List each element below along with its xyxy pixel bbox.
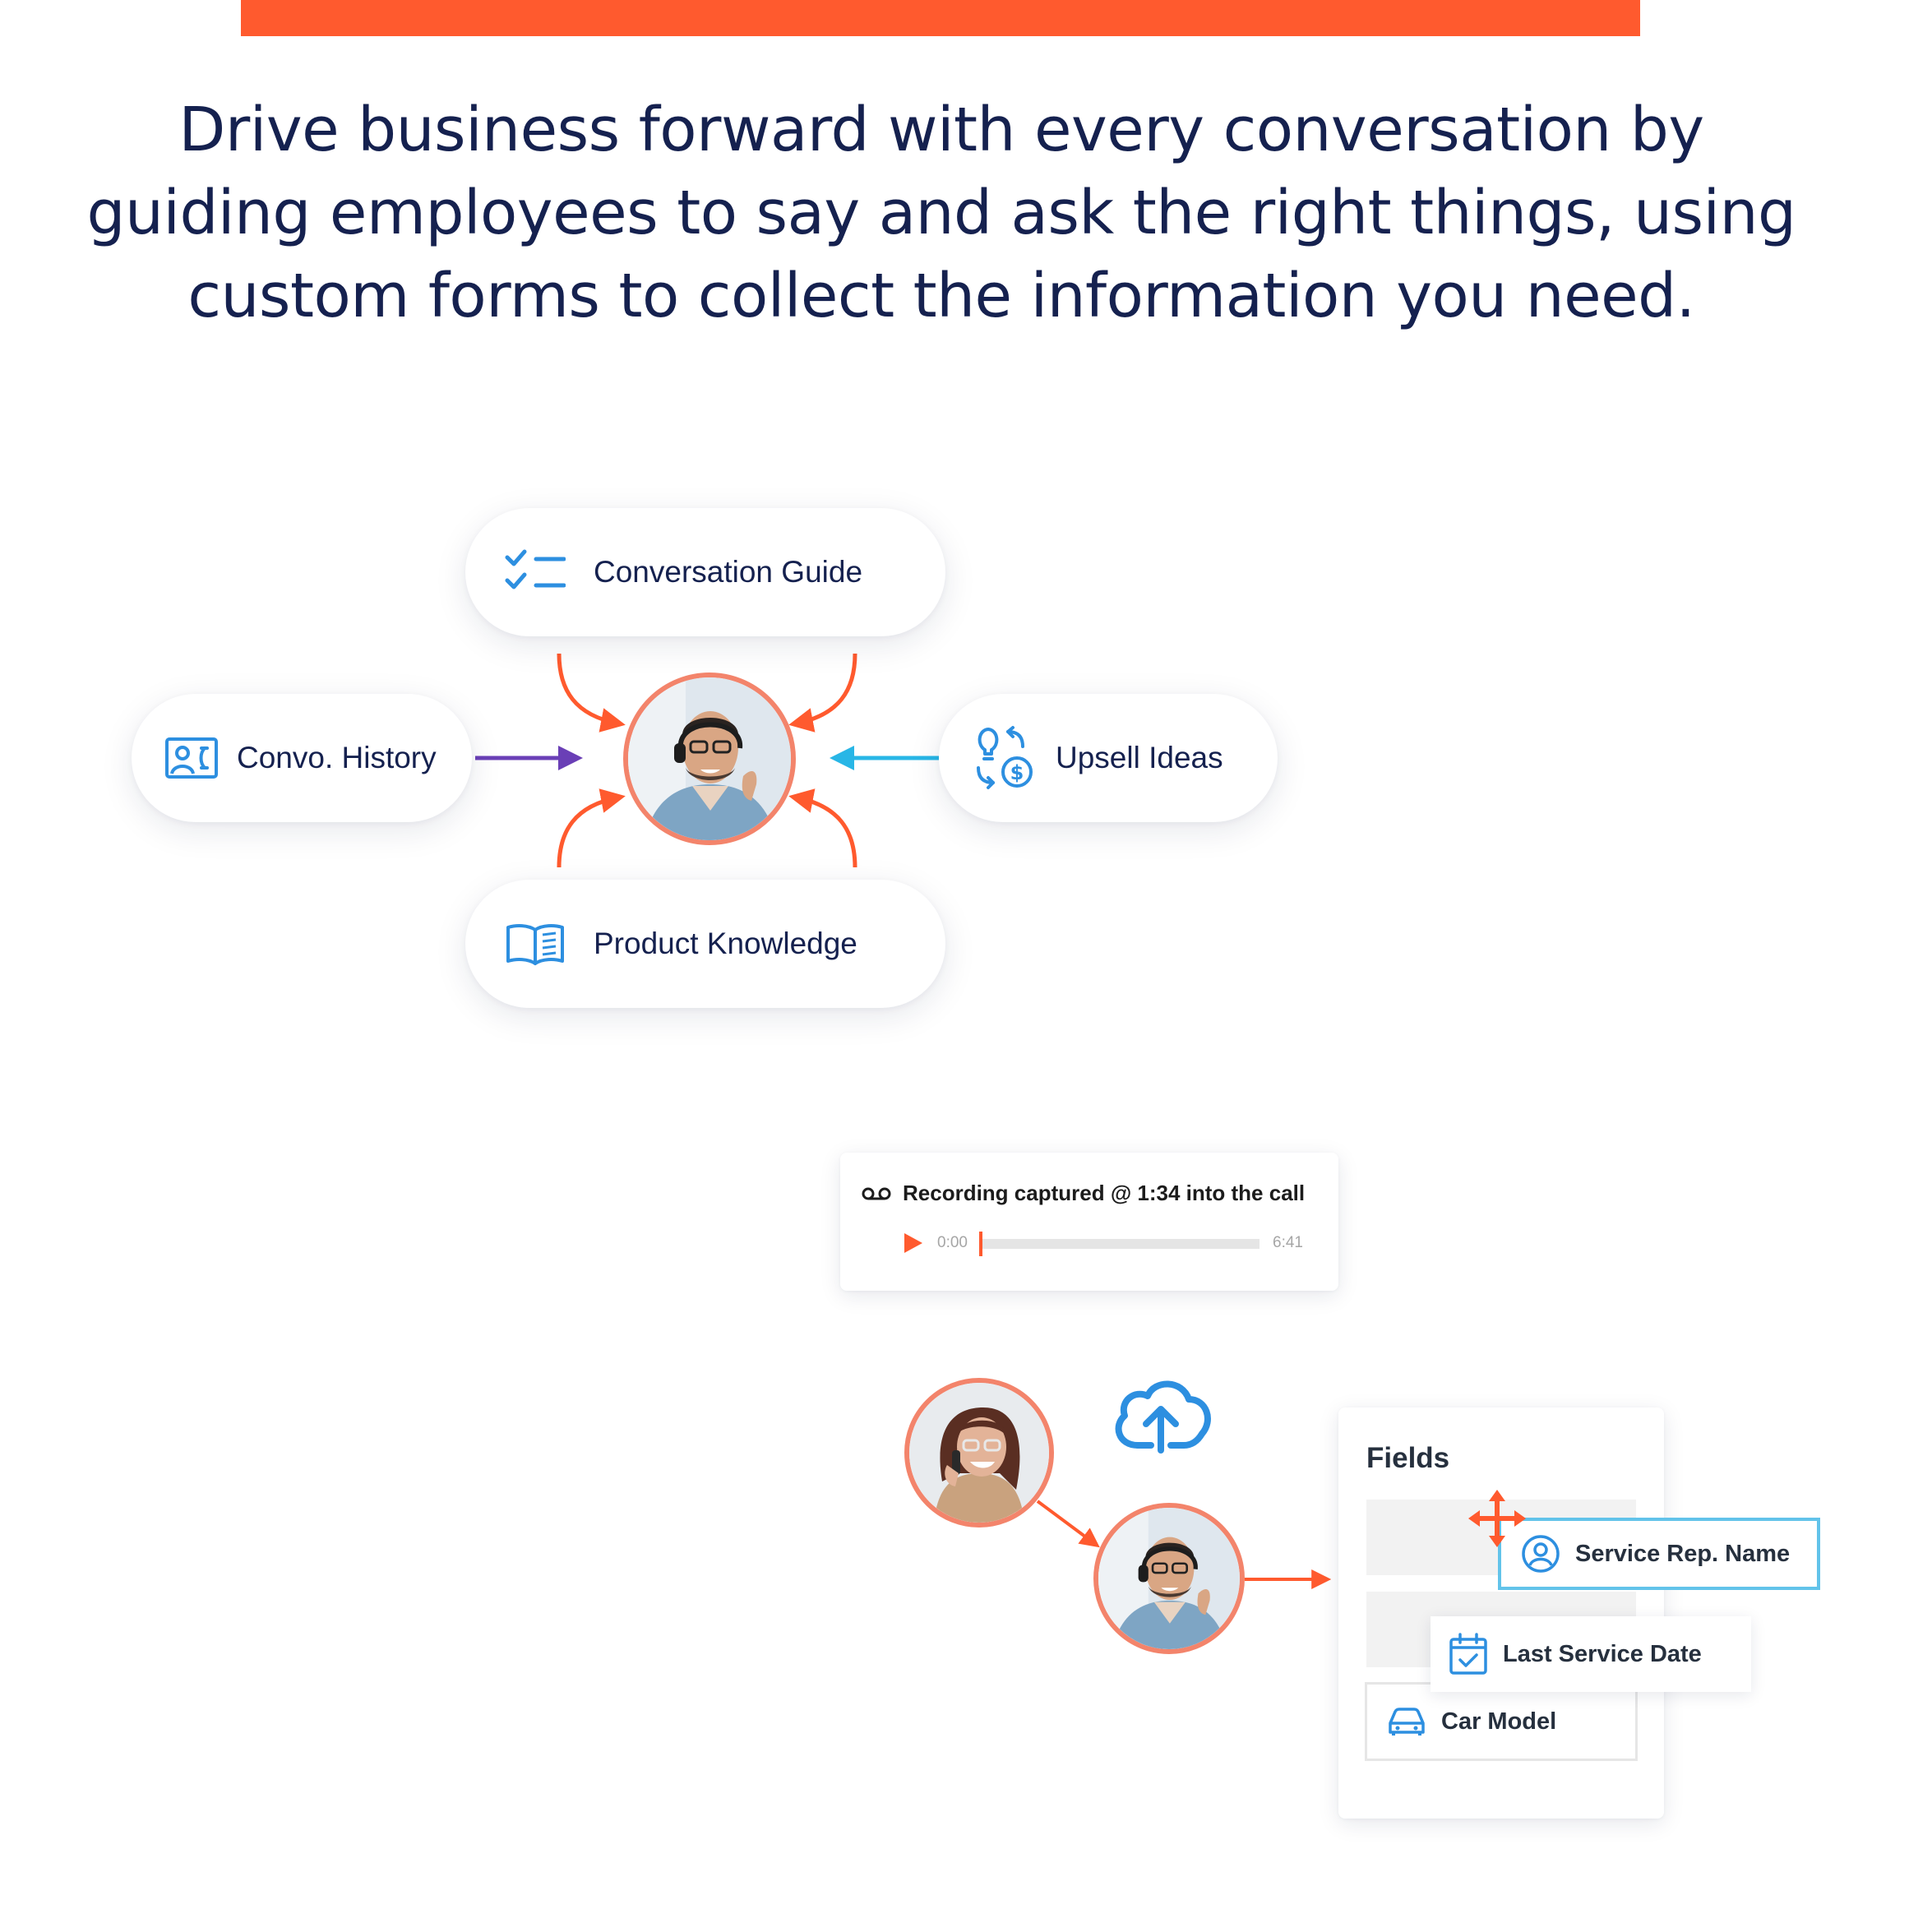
arrow-customer-to-agent: [1036, 1500, 1100, 1548]
play-icon[interactable]: [903, 1232, 924, 1255]
last-service-date-field[interactable]: Last Service Date: [1431, 1616, 1751, 1692]
headline-line-1: Drive business forward with every conver…: [178, 95, 1704, 165]
convo-history-label: Convo. History: [237, 741, 437, 774]
fields-title: Fields: [1366, 1442, 1450, 1474]
curved-arrow-bottom-left: [557, 788, 626, 868]
upsell-ideas-pill[interactable]: $ Upsell Ideas: [939, 694, 1278, 822]
open-book-icon: [506, 924, 564, 965]
top-accent-bar: [241, 0, 1640, 36]
calendar-check-icon: [1449, 1633, 1487, 1675]
fields-card: Fields Car Model: [1338, 1407, 1664, 1819]
upsell-ideas-label: Upsell Ideas: [1056, 741, 1223, 774]
agent-avatar-small: [1093, 1503, 1245, 1654]
user-icon: [1522, 1535, 1560, 1573]
conversation-guide-label: Conversation Guide: [594, 555, 863, 589]
customer-photo: [909, 1383, 1049, 1523]
headline-line-3: custom forms to collect the information …: [187, 261, 1695, 331]
contact-card-icon: [165, 737, 218, 779]
checklist-icon: [505, 549, 566, 589]
svg-text:$: $: [1010, 761, 1024, 784]
agent-avatar-center: [623, 673, 796, 845]
product-knowledge-pill[interactable]: Product Knowledge: [465, 880, 945, 1008]
customer-avatar: [904, 1378, 1054, 1528]
headline: Drive business forward with every conver…: [49, 89, 1833, 338]
service-rep-name-field[interactable]: Service Rep. Name: [1498, 1518, 1820, 1590]
car-icon: [1389, 1708, 1425, 1736]
lightbulb-dollar-icon: $: [977, 726, 1033, 789]
recording-title: Recording captured @ 1:34 into the call: [903, 1181, 1306, 1205]
recording-end-time: 6:41: [1273, 1234, 1303, 1251]
curved-arrow-top-right: [788, 653, 857, 733]
recording-playhead[interactable]: [979, 1232, 982, 1256]
agent-photo-small: [1098, 1508, 1240, 1649]
curved-arrow-top-left: [557, 653, 626, 733]
cloud-upload-icon: [1115, 1380, 1211, 1454]
car-model-field[interactable]: Car Model: [1365, 1682, 1638, 1761]
hub-arrows: [475, 653, 939, 868]
conversation-guide-pill[interactable]: Conversation Guide: [465, 508, 945, 636]
recording-card: Recording captured @ 1:34 into the call …: [840, 1153, 1338, 1291]
service-rep-name-label: Service Rep. Name: [1575, 1540, 1791, 1567]
car-model-label: Car Model: [1441, 1708, 1557, 1735]
recording-start-time: 0:00: [937, 1234, 968, 1251]
move-icon[interactable]: [1468, 1490, 1526, 1547]
flow-arrows: [1036, 1500, 1332, 1589]
product-knowledge-label: Product Knowledge: [594, 927, 857, 960]
last-service-date-label: Last Service Date: [1503, 1640, 1702, 1667]
agent-photo: [628, 677, 791, 840]
curved-arrow-bottom-right: [788, 788, 857, 868]
voicemail-icon: [862, 1187, 891, 1200]
recording-progress-track[interactable]: [980, 1239, 1259, 1249]
convo-history-pill[interactable]: Convo. History: [132, 694, 472, 822]
headline-line-2: guiding employees to say and ask the rig…: [86, 178, 1796, 248]
